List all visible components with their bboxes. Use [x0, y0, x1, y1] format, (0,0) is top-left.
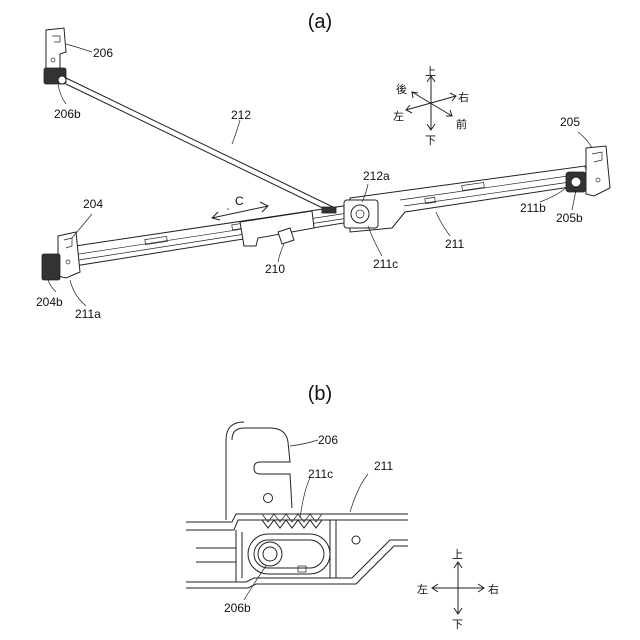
- panel-b: (b): [186, 383, 499, 631]
- bracket-206: [44, 28, 66, 84]
- ref-204: 204: [83, 197, 103, 211]
- ref-211: 211: [445, 237, 464, 251]
- ref-210: 210: [265, 262, 285, 276]
- ref-206: 206: [93, 46, 113, 60]
- compass-b-right: 右: [488, 582, 499, 596]
- ref-206b: 206b: [54, 107, 81, 121]
- compass-a: 上 下 左 右 後 前: [393, 65, 469, 147]
- compass-a-down: 下: [425, 135, 436, 147]
- ref-206b-b: 206b: [224, 601, 251, 615]
- compass-b: 上 下 左 右: [417, 548, 499, 631]
- compass-a-up: 上: [425, 65, 436, 78]
- ref-204b: 204b: [36, 295, 63, 309]
- slot-206b: [248, 534, 330, 574]
- rail-211: [62, 166, 590, 268]
- rail-211-detail: [186, 514, 408, 588]
- compass-a-back: 後: [396, 82, 407, 96]
- bracket-206-detail: [226, 422, 292, 520]
- bracket-204: [42, 232, 80, 280]
- ref-211a: 211a: [75, 307, 101, 321]
- teeth-211c: [262, 514, 322, 528]
- ref-205: 205: [560, 115, 580, 129]
- ref-212: 212: [231, 108, 251, 122]
- ref-211b: 211b: [520, 201, 546, 215]
- ref-212a: 212a: [363, 169, 390, 183]
- rod-212: [66, 78, 335, 213]
- compass-b-left: 左: [417, 583, 428, 596]
- panel-a: (a): [36, 11, 610, 321]
- ref-206-b: 206: [318, 433, 338, 447]
- compass-a-front: 前: [456, 117, 467, 131]
- ref-211-b: 211: [374, 459, 393, 473]
- leaders-a: [48, 44, 592, 306]
- compass-a-right: 右: [458, 90, 469, 104]
- ref-211c-b: 211c: [308, 467, 333, 481]
- compass-a-left: 左: [393, 110, 404, 123]
- panel-b-label: (b): [308, 383, 332, 405]
- compass-b-up: 上: [452, 548, 463, 561]
- ref-c: C: [235, 194, 244, 208]
- panel-a-label: (a): [308, 11, 332, 33]
- compass-b-down: 下: [452, 619, 463, 631]
- ref-211c: 211c: [373, 257, 398, 271]
- ref-205b: 205b: [556, 211, 583, 225]
